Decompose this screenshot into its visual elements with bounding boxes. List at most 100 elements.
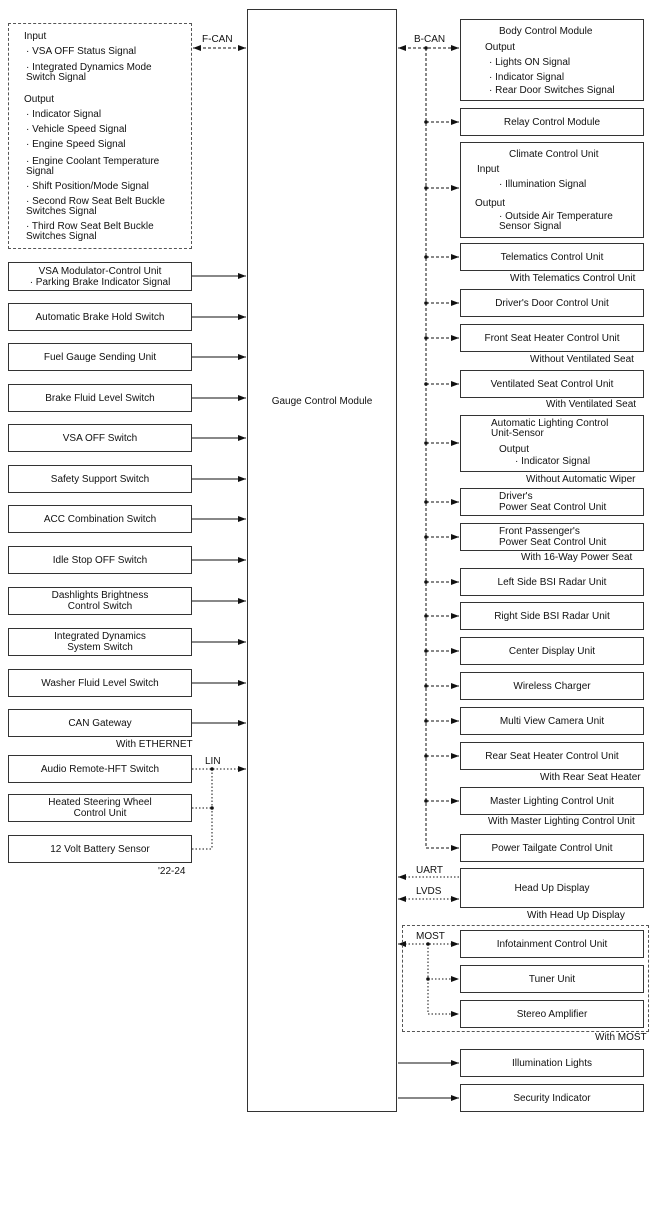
lvds-label: LVDS — [416, 886, 442, 897]
ventilated-seat-control-unit: Ventilated Seat Control Unit — [460, 370, 644, 398]
signal-item: · Engine Coolant Temperature Signal — [26, 156, 160, 177]
gauge-signal-panel — [8, 23, 192, 249]
box-label: Washer Fluid Level Switch — [41, 677, 159, 689]
bcan-wires — [398, 45, 459, 851]
box-label: Ventilated Seat Control Unit — [490, 378, 614, 390]
box-label: Illumination Lights — [511, 1057, 593, 1069]
drivers-power-seat-control-unit: Driver's Power Seat Control Unit — [460, 488, 644, 516]
box-label: CAN Gateway — [68, 717, 132, 729]
climate-control-unit: Climate Control Unit Input · Illuminatio… — [460, 142, 644, 238]
front-passengers-power-seat-control-unit: Front Passenger's Power Seat Control Uni… — [460, 523, 644, 551]
gauge-control-module-label: Gauge Control Module — [271, 396, 373, 407]
most-label: MOST — [416, 931, 445, 942]
signal-item: · Second Row Seat Belt Buckle Switches S… — [26, 196, 165, 217]
lin-label: LIN — [205, 756, 221, 767]
integrated-dynamics-system-switch: Integrated Dynamics System Switch — [8, 628, 192, 656]
with-ethernet-note: With ETHERNET — [116, 739, 193, 750]
signal-item: · Shift Position/Mode Signal — [26, 181, 149, 192]
security-indicator: Security Indicator — [460, 1084, 644, 1112]
signal-item: · VSA OFF Status Signal — [26, 46, 137, 57]
telematics-control-unit: Telematics Control Unit — [460, 243, 644, 271]
box-label: Power Tailgate Control Unit — [491, 842, 613, 854]
multi-view-camera-unit: Multi View Camera Unit — [460, 707, 644, 735]
stereo-amplifier: Stereo Amplifier — [460, 1000, 644, 1028]
front-seat-heater-control-unit: Front Seat Heater Control Unit — [460, 324, 644, 352]
with-most-note: With MOST — [595, 1032, 647, 1043]
box-label: Brake Fluid Level Switch — [45, 392, 155, 404]
signal-item: · Illumination Signal — [499, 179, 587, 190]
junction-dots — [210, 46, 430, 981]
box-label: Left Side BSI Radar Unit — [497, 576, 607, 588]
acc-combination-switch: ACC Combination Switch — [8, 505, 192, 533]
with-telematics-note: With Telematics Control Unit — [510, 273, 636, 284]
head-up-display: Head Up Display — [460, 868, 644, 908]
box-label: Front Seat Heater Control Unit — [484, 332, 620, 344]
output-title: Output — [485, 42, 516, 53]
box-label: Master Lighting Control Unit — [490, 795, 614, 807]
illumination-lights: Illumination Lights — [460, 1049, 644, 1077]
box-label: Center Display Unit — [508, 645, 596, 657]
uart-label: UART — [416, 865, 444, 876]
signal-item: · Third Row Seat Belt Buckle Switches Si… — [26, 221, 154, 242]
relay-control-module: Relay Control Module — [460, 108, 644, 136]
left-side-bsi-radar-unit: Left Side BSI Radar Unit — [460, 568, 644, 596]
fcan-label: F-CAN — [202, 34, 233, 45]
signal-item: · Integrated Dynamics Mode Switch Signal — [26, 62, 152, 83]
input-title: Input — [477, 164, 500, 175]
brake-fluid-level-switch: Brake Fluid Level Switch — [8, 384, 192, 412]
box-label-line2: Power Seat Control Unit — [499, 502, 607, 513]
gauge-control-module: Gauge Control Module — [247, 9, 397, 1112]
signal-item: · Indicator Signal — [515, 456, 591, 467]
signal-item: · Engine Speed Signal — [26, 139, 126, 150]
box-label: Infotainment Control Unit — [496, 938, 608, 950]
box-label: Rear Seat Heater Control Unit — [485, 750, 619, 762]
dashlights-brightness-control-switch: Dashlights Brightness Control Switch — [8, 587, 192, 615]
box-label: 12 Volt Battery Sensor — [50, 843, 150, 855]
vsa-modulator-control-unit: VSA Modulator-Control Unit · Parking Bra… — [8, 262, 192, 291]
box-label: Driver's — [499, 491, 533, 502]
box-label-line2: Control Switch — [67, 601, 133, 612]
box-sublabel: · Parking Brake Indicator Signal — [29, 276, 171, 288]
most-group — [402, 925, 649, 1032]
box-label-line2: Power Seat Control Unit — [499, 537, 607, 548]
automatic-lighting-control-unit-sensor: Automatic Lighting Control Unit-Sensor O… — [460, 415, 644, 472]
without-ventilated-seat-note: Without Ventilated Seat — [530, 354, 634, 365]
center-display-unit: Center Display Unit — [460, 637, 644, 665]
box-label: Heated Steering Wheel — [48, 797, 152, 808]
signal-item: · Indicator Signal — [489, 72, 565, 83]
box-label: Automatic Brake Hold Switch — [35, 311, 165, 323]
box-label: Stereo Amplifier — [516, 1008, 588, 1020]
box-label: Fuel Gauge Sending Unit — [43, 351, 157, 363]
heated-steering-wheel-control-unit: Heated Steering Wheel Control Unit — [8, 794, 192, 822]
idle-stop-off-switch: Idle Stop OFF Switch — [8, 546, 192, 574]
can-gateway: CAN Gateway — [8, 709, 192, 737]
12-volt-battery-sensor: 12 Volt Battery Sensor — [8, 835, 192, 863]
audio-remote-hft-switch: Audio Remote-HFT Switch — [8, 755, 192, 783]
model-years-note: '22-24 — [158, 866, 186, 877]
box-label: VSA OFF Switch — [62, 432, 138, 444]
bcan-label: B-CAN — [414, 34, 446, 45]
box-label: Multi View Camera Unit — [499, 715, 605, 727]
with-head-up-display-note: With Head Up Display — [527, 910, 625, 921]
box-label: Integrated Dynamics — [54, 631, 146, 642]
signal-item: · Vehicle Speed Signal — [26, 124, 127, 135]
automatic-brake-hold-switch: Automatic Brake Hold Switch — [8, 303, 192, 331]
signal-item: · Rear Door Switches Signal — [489, 85, 615, 96]
signal-output-title: Output — [24, 94, 55, 105]
master-lighting-control-unit: Master Lighting Control Unit — [460, 787, 644, 815]
box-label: Automatic Lighting Control Unit-Sensor — [491, 418, 609, 439]
box-label: Audio Remote-HFT Switch — [40, 763, 160, 775]
signal-item: · Indicator Signal — [26, 109, 102, 120]
output-title: Output — [499, 444, 530, 455]
output-title: Output — [475, 198, 506, 209]
right-side-bsi-radar-unit: Right Side BSI Radar Unit — [460, 602, 644, 630]
drivers-door-control-unit: Driver's Door Control Unit — [460, 289, 644, 317]
vsa-off-switch: VSA OFF Switch — [8, 424, 192, 452]
box-label: Climate Control Unit — [509, 149, 599, 160]
box-label-line2: Control Unit — [73, 808, 127, 819]
rear-seat-heater-control-unit: Rear Seat Heater Control Unit — [460, 742, 644, 770]
box-label: VSA Modulator-Control Unit — [38, 265, 162, 277]
lin-wires — [192, 766, 246, 850]
safety-support-switch: Safety Support Switch — [8, 465, 192, 493]
